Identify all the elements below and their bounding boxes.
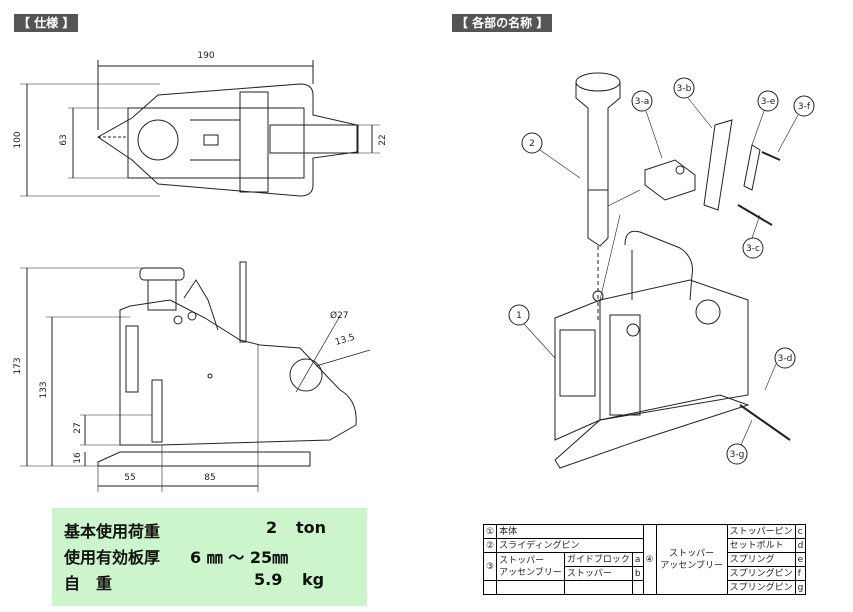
empty-cell	[563, 580, 633, 595]
sub-part-name: ストッパー	[563, 566, 633, 581]
dim-body-height: 133	[39, 381, 49, 398]
spec-label: 基本使用荷重	[64, 522, 161, 541]
top-view-drawing	[97, 83, 359, 197]
sub-part-name: ガイドブロック	[563, 552, 633, 567]
spec-value: 6 ㎜ ～ 25㎜	[190, 548, 289, 567]
dim-27: 27	[73, 422, 83, 433]
sub-part-code: d	[794, 538, 807, 553]
dim-16: 16	[73, 452, 83, 464]
callout-1: 1	[516, 311, 522, 321]
sub-part-code: g	[794, 580, 807, 595]
part-num: ①	[482, 524, 498, 539]
sub-part-name: スプリングピン	[726, 566, 796, 581]
callout-3f: 3-f	[798, 102, 811, 112]
part-num: ④	[642, 524, 657, 595]
sub-part-code: f	[794, 566, 807, 581]
sub-part-name: スプリングピン	[726, 580, 796, 595]
callout-3e: 3-e	[761, 97, 776, 107]
spec-box: 基本使用荷重 2 ton 使用有効板厚 6 ㎜ ～ 25㎜ 自 重 5.9 kg	[52, 508, 367, 606]
spec-unit: kg	[302, 570, 325, 589]
callout-3d: 3-d	[778, 354, 793, 364]
side-view-drawing	[97, 261, 357, 467]
spec-section-header: 【 仕様 】	[14, 14, 79, 32]
callout-2: 2	[529, 139, 535, 149]
empty-cell	[631, 580, 644, 595]
spec-label: 自 重	[64, 574, 113, 593]
parts-section-header: 【 各部の名称 】	[452, 14, 553, 32]
dim-total-height: 173	[13, 357, 23, 374]
spec-value: 2	[266, 518, 278, 537]
dim-right-len: 85	[204, 473, 215, 483]
dim-inner: 63	[59, 134, 69, 145]
sub-part-code: a	[631, 552, 644, 567]
sub-part-name: ストッパーピン	[726, 524, 796, 539]
part-name: スライディングピン	[496, 538, 644, 553]
part-num: ③	[482, 552, 498, 581]
empty-cell	[482, 580, 498, 595]
dim-hole: Ø27	[330, 310, 349, 321]
sub-part-name: セットボルト	[726, 538, 796, 553]
sub-part-code: c	[794, 524, 807, 539]
dim-left-len: 55	[124, 473, 135, 483]
part-name: ストッパー アッセンブリー	[655, 524, 728, 595]
part-name: 本体	[496, 524, 644, 539]
dim-tail: 22	[378, 134, 388, 145]
dim-hole-depth: 13.5	[334, 333, 356, 348]
sub-part-code: e	[794, 552, 807, 567]
spec-value: 5.9	[254, 570, 283, 589]
spec-label: 使用有効板厚	[64, 548, 161, 567]
part-name: ストッパー アッセンブリー	[496, 552, 565, 581]
spec-unit: ton	[296, 518, 327, 537]
callout-3g: 3-g	[730, 450, 745, 460]
exploded-view-drawing	[554, 72, 791, 469]
parts-table: ① 本体 ④ ストッパー アッセンブリー ストッパーピン c ② スライディング…	[482, 524, 807, 595]
callout-3c: 3-c	[746, 244, 760, 254]
callout-3b: 3-b	[677, 84, 692, 94]
dim-width: 190	[197, 51, 214, 61]
sub-part-code: b	[631, 566, 644, 581]
sub-part-name: スプリング	[726, 552, 796, 567]
part-num: ②	[482, 538, 498, 553]
dim-height: 100	[13, 131, 23, 148]
callout-3a: 3-a	[635, 97, 650, 107]
empty-cell	[496, 580, 565, 595]
